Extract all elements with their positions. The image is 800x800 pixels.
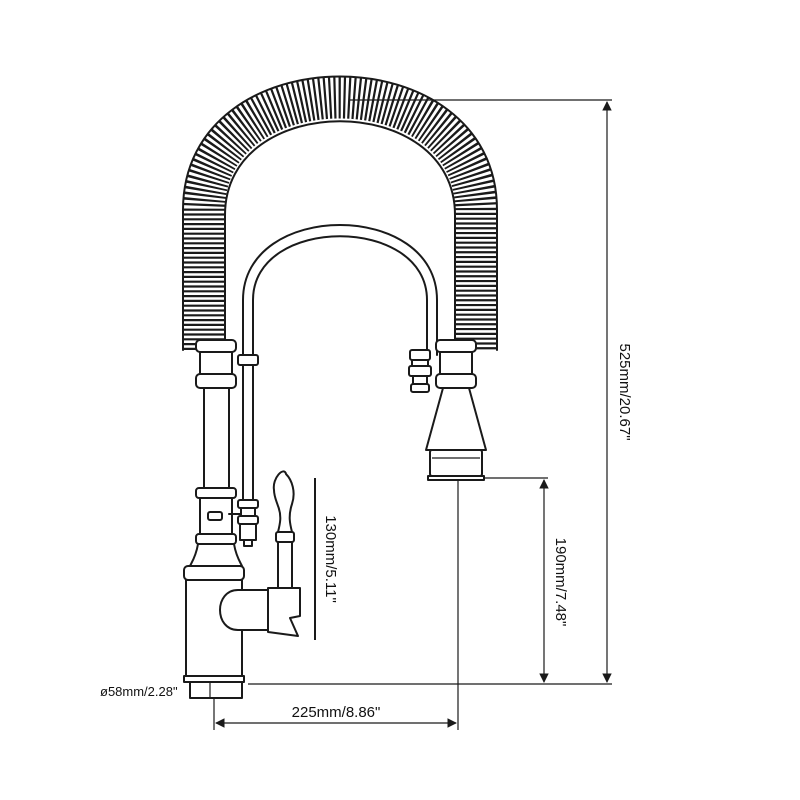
total-height-dimension: 525mm/20.67": [248, 99, 633, 685]
base-diameter-label: ø58mm/2.28": [100, 684, 178, 699]
base-plate: [189, 681, 243, 699]
deck-reference: [457, 477, 548, 730]
gooseneck-spout: [242, 224, 438, 356]
reach-label: 225mm/8.86": [292, 704, 381, 721]
spout-tube: [228, 354, 259, 547]
spring-coil: [182, 75, 498, 351]
handle-hub: [219, 587, 301, 637]
spout-end-fitting: [408, 349, 432, 393]
main-column: [183, 387, 245, 683]
spray-head: [425, 339, 487, 481]
column-collar: [195, 339, 237, 389]
handle-height-label: 130mm/5.11": [322, 515, 339, 603]
handle-lever: [272, 470, 295, 591]
base-diameter-dimension: ø58mm/2.28": [100, 684, 178, 699]
reach-dimension: 225mm/8.86": [213, 698, 457, 730]
spout-height-dimension: 190mm/7.48": [539, 479, 569, 683]
spout-height-label: 190mm/7.48": [552, 538, 569, 627]
total-height-label: 525mm/20.67": [616, 343, 633, 440]
handle-height-dimension: 130mm/5.11": [314, 478, 339, 640]
